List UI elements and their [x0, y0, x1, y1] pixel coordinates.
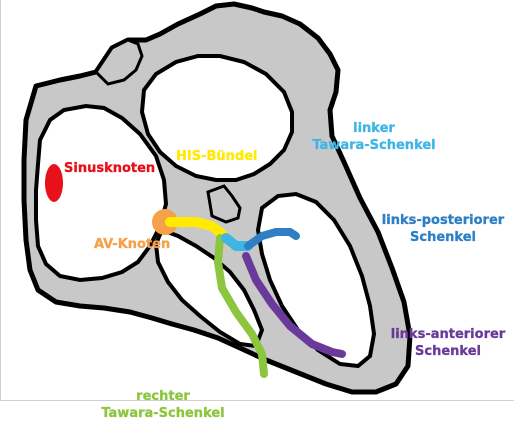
his-buendel-label: HIS-Bündel: [176, 148, 257, 165]
rechter-schenkel-label: rechter Tawara-Schenkel: [98, 388, 228, 422]
rechter-schenkel-label-line2: Tawara-Schenkel: [98, 405, 228, 422]
sinusknoten-label: Sinusknoten: [64, 160, 155, 177]
posterior-schenkel-label-line1: links-posteriorer: [378, 212, 508, 229]
anterior-schenkel-label-line2: Schenkel: [386, 343, 510, 360]
linker-schenkel-label-line2: Tawara-Schenkel: [304, 137, 444, 154]
posterior-schenkel-label-line2: Schenkel: [378, 229, 508, 246]
sinusknoten-node: [45, 164, 63, 202]
frame-left-edge: [0, 0, 1, 400]
posterior-schenkel-label: links-posteriorer Schenkel: [378, 212, 508, 246]
av-knoten-label: AV-Knoten: [94, 236, 170, 253]
anterior-schenkel-label: links-anteriorer Schenkel: [386, 326, 510, 360]
rechter-schenkel-label-line1: rechter: [98, 388, 228, 405]
frame-bottom-edge: [0, 400, 514, 401]
linker-schenkel-label: linker Tawara-Schenkel: [304, 120, 444, 154]
anterior-schenkel-label-line1: links-anteriorer: [386, 326, 510, 343]
linker-schenkel-label-line1: linker: [304, 120, 444, 137]
